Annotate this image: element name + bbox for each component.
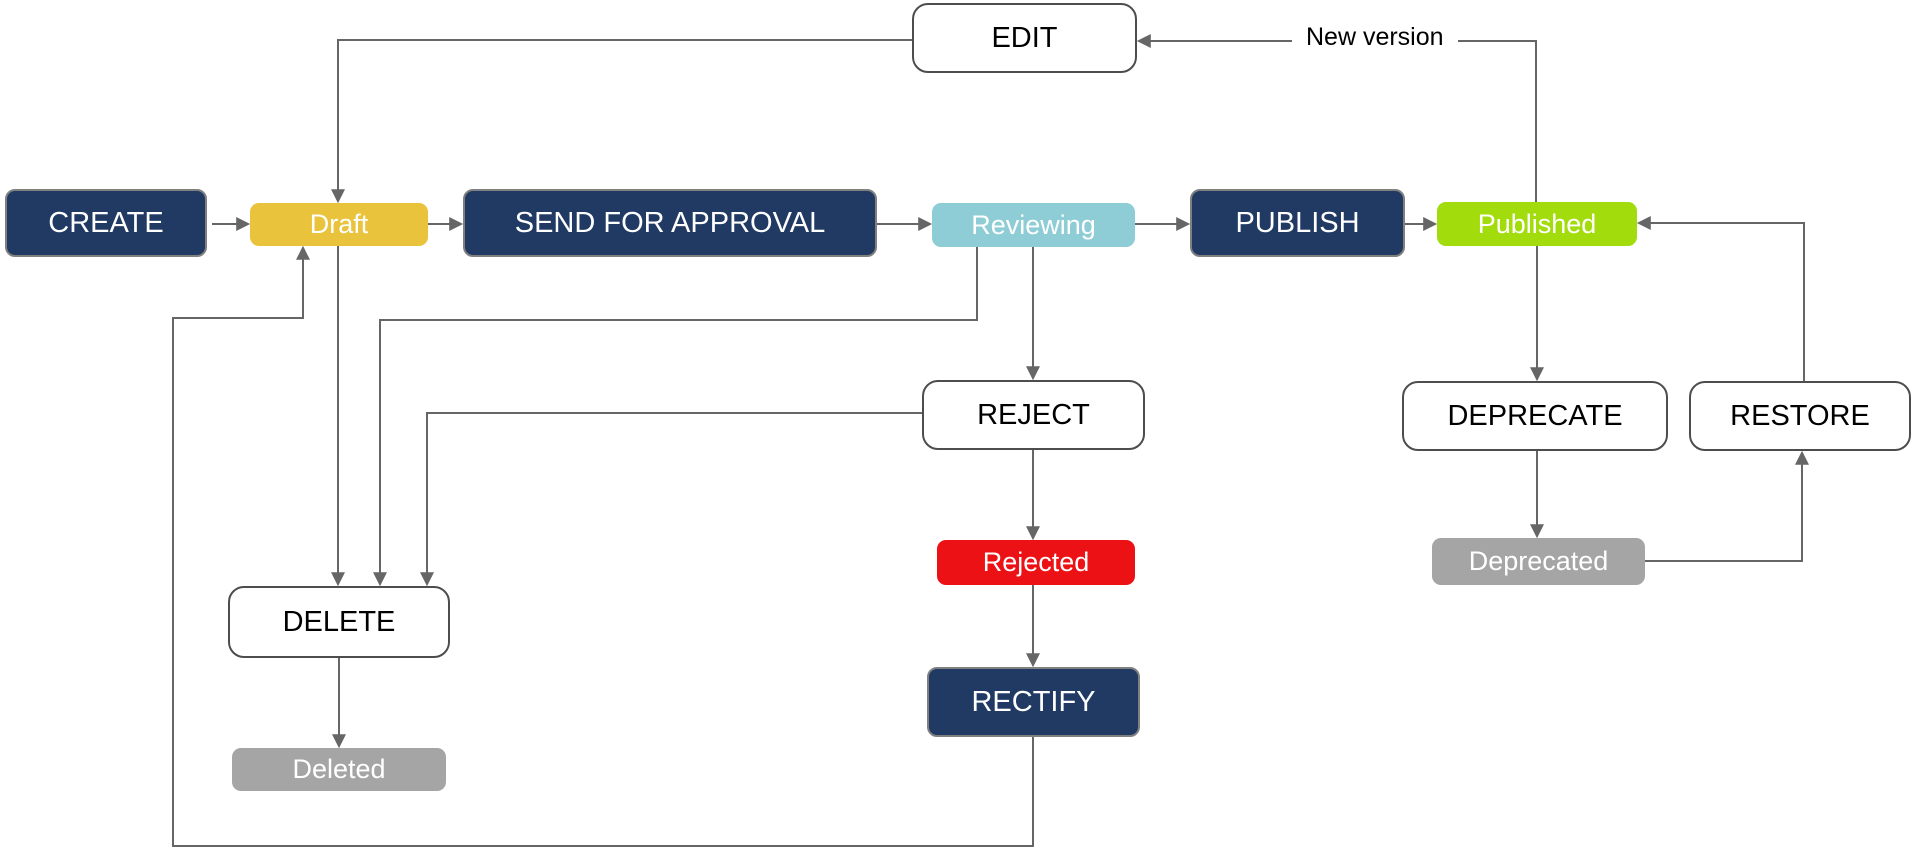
node-reject: REJECT bbox=[922, 380, 1145, 450]
node-deprecate: DEPRECATE bbox=[1402, 381, 1668, 451]
edge-published-edit-new-version bbox=[1136, 34, 1537, 202]
edge-reviewing-delete bbox=[373, 247, 978, 587]
node-rectify: RECTIFY bbox=[927, 667, 1140, 737]
node-delete: DELETE bbox=[228, 586, 450, 658]
edge-label-new-version: New version bbox=[1292, 21, 1458, 53]
node-published: Published bbox=[1437, 202, 1637, 246]
edge-deprecated-restore bbox=[1645, 450, 1809, 562]
node-deleted: Deleted bbox=[232, 748, 446, 791]
edge-restore-published bbox=[1636, 216, 1805, 381]
edge-edit-draft bbox=[331, 39, 912, 204]
node-send-for-approval: SEND FOR APPROVAL bbox=[463, 189, 877, 257]
node-rejected: Rejected bbox=[937, 540, 1135, 585]
node-publish: PUBLISH bbox=[1190, 189, 1405, 257]
node-edit: EDIT bbox=[912, 3, 1137, 73]
edge-reject-delete bbox=[420, 412, 922, 587]
node-deprecated: Deprecated bbox=[1432, 538, 1645, 585]
node-reviewing: Reviewing bbox=[932, 203, 1135, 247]
node-create: CREATE bbox=[5, 189, 207, 257]
edge-rectify-draft bbox=[172, 245, 1034, 847]
node-restore: RESTORE bbox=[1689, 381, 1911, 451]
node-draft: Draft bbox=[250, 203, 428, 246]
